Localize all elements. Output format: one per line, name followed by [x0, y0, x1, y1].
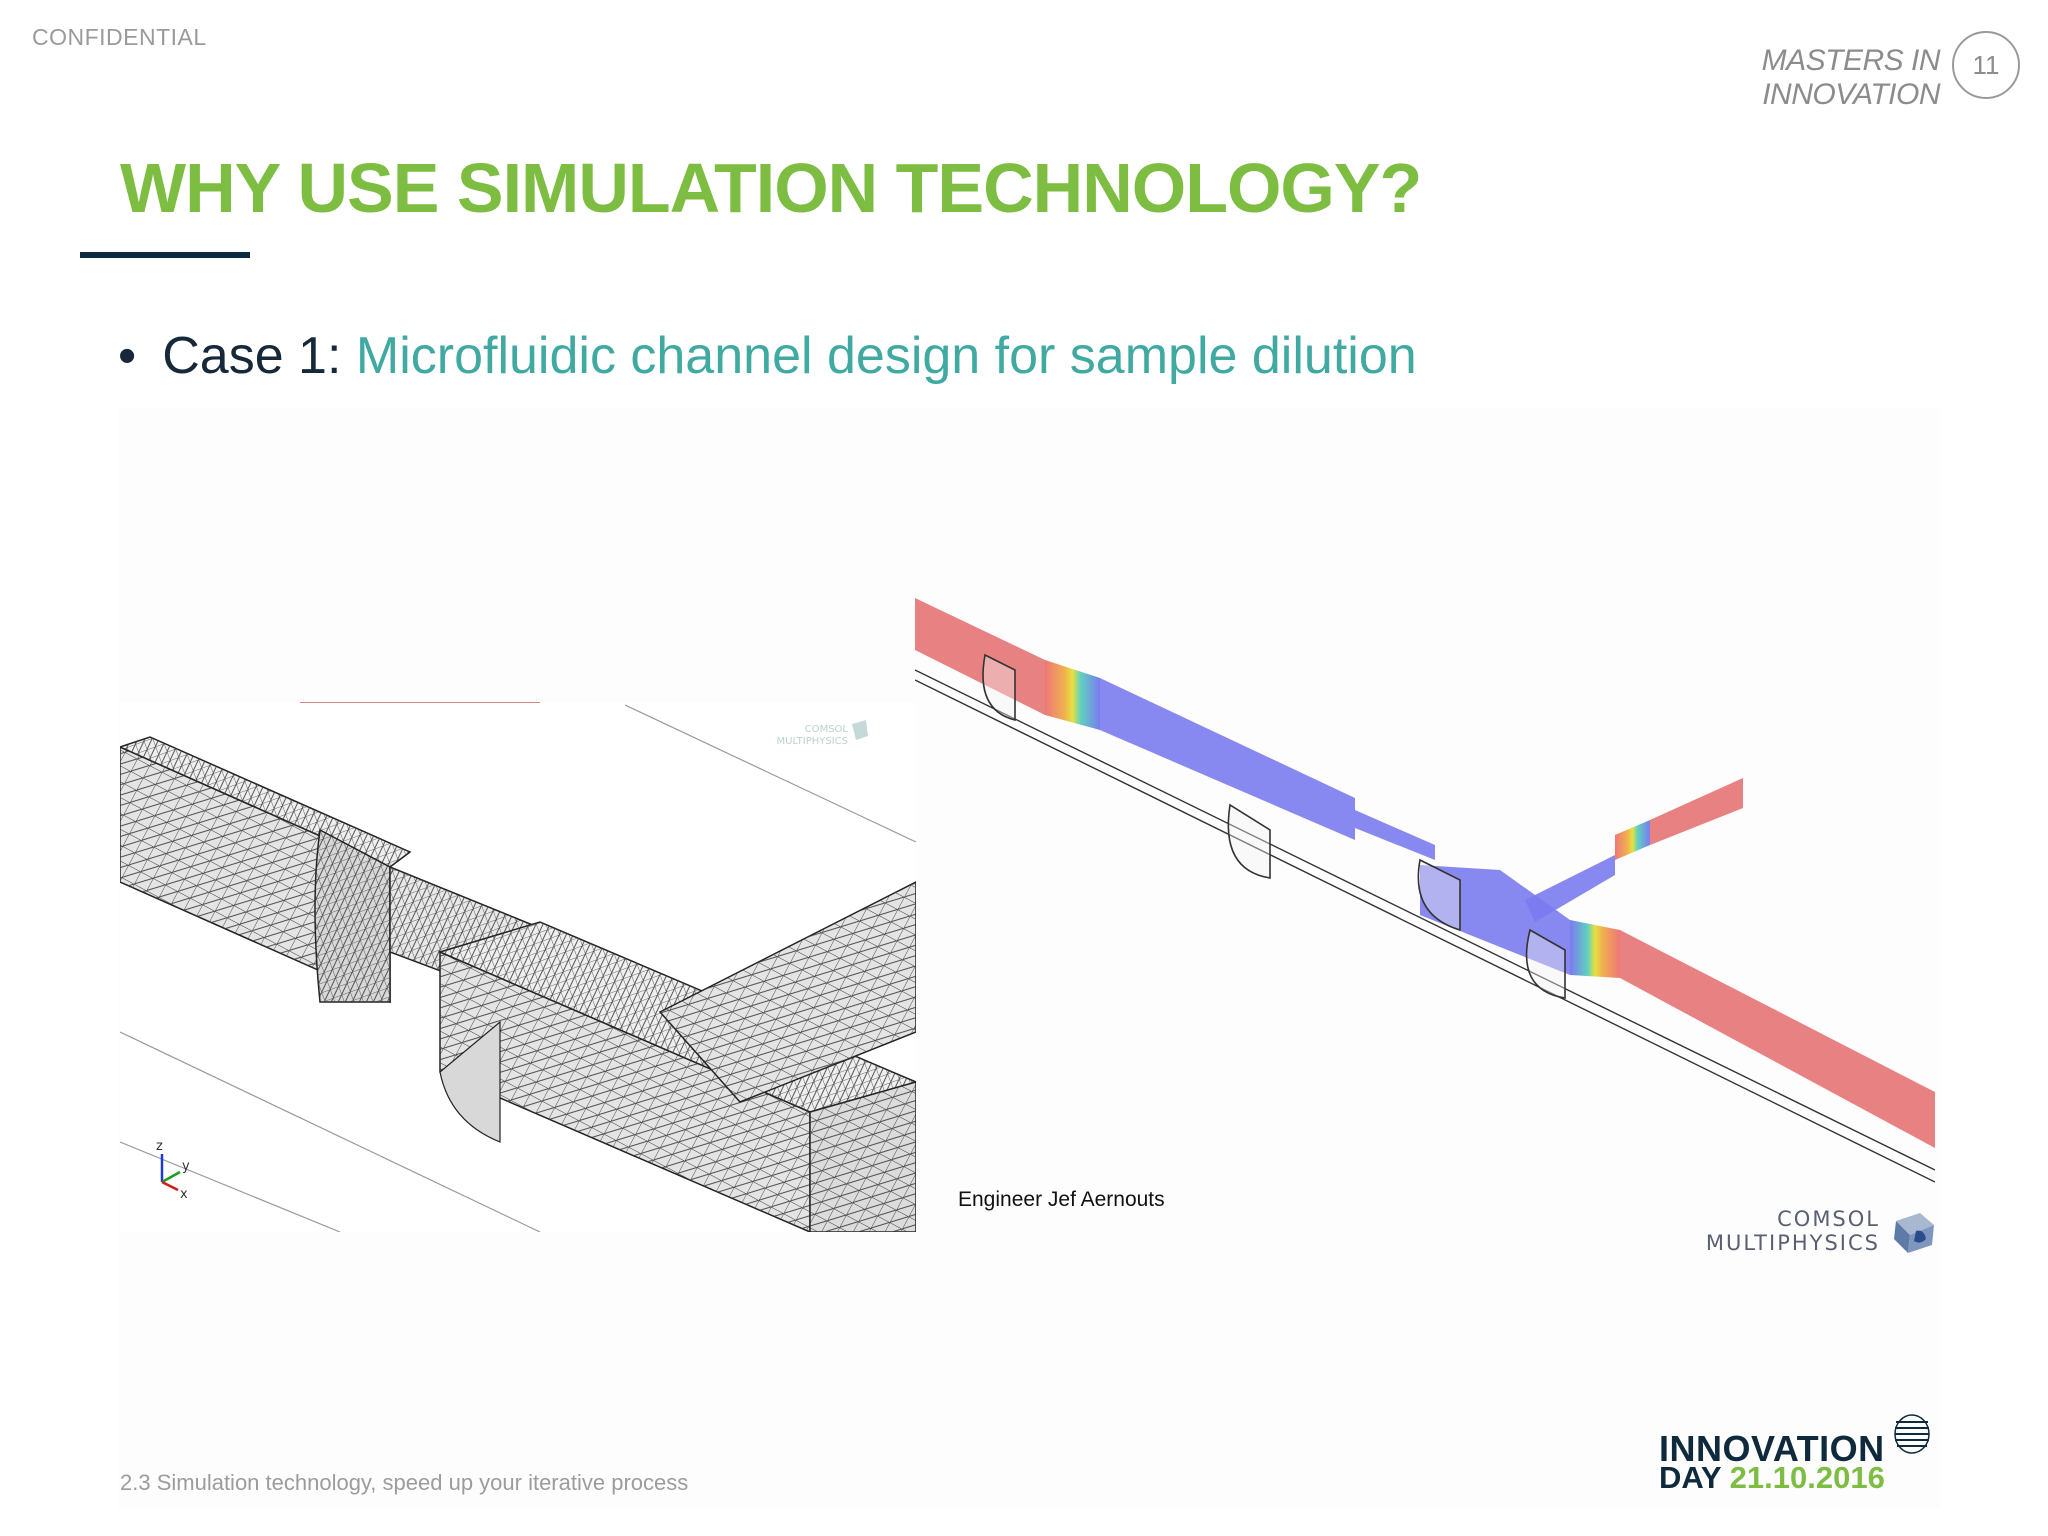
- axis-label-x: x: [180, 1187, 188, 1202]
- comsol-logo-line1: COMSOL: [1777, 1207, 1880, 1231]
- inlet-red-channel: [915, 598, 1100, 730]
- innovation-logo-date-line: DAY 21.10.2016: [1659, 1460, 1885, 1496]
- confidential-label: CONFIDENTIAL: [32, 24, 207, 50]
- mesh-side-branch: [658, 881, 916, 1103]
- main-blue-channel: [1100, 678, 1620, 978]
- outlet-red-channel: [1620, 930, 1935, 1148]
- channel-end-caps: [982, 653, 1566, 999]
- title-underline: [80, 252, 250, 258]
- axis-label-z: z: [156, 1139, 163, 1154]
- comsol-watermark: COMSOL MULTIPHYSICS: [777, 720, 868, 747]
- comsol-cube-icon: [1894, 1213, 1934, 1253]
- mesh-block-left: [120, 736, 412, 1004]
- slide-title: WHY USE SIMULATION TECHNOLOGY?: [120, 149, 1422, 227]
- page-number: 11: [1972, 49, 2000, 80]
- side-branch-channel: [1525, 778, 1743, 922]
- bullet-lead: Case 1:: [162, 327, 342, 385]
- axis-label-y: y: [182, 1159, 190, 1174]
- watermark-line1: COMSOL: [805, 724, 849, 735]
- innovation-day-logo: INNOVATION DAY 21.10.2016: [1656, 1412, 1936, 1502]
- simulation-figure: [915, 598, 1935, 1183]
- innovation-logo-day: DAY: [1659, 1460, 1722, 1495]
- mesh-figure: z y x COMSOL MULTIPHYSICS: [120, 702, 916, 1232]
- globe-icon: [1894, 1414, 1930, 1454]
- brand-header: MASTERS IN INNOVATION: [1761, 44, 1941, 111]
- innovation-logo-word: INNOVATION: [1659, 1428, 1885, 1469]
- figure-caption: Engineer Jef Aernouts: [958, 1188, 1165, 1211]
- watermark-line2: MULTIPHYSICS: [777, 736, 848, 747]
- bullet-highlight: Microfluidic channel design for sample d…: [355, 327, 1417, 385]
- comsol-logo-line2: MULTIPHYSICS: [1705, 1231, 1880, 1255]
- bullet-dot: •: [118, 327, 137, 385]
- axis-triad: z y x: [156, 1139, 190, 1202]
- page-number-badge: 11: [1952, 31, 2020, 99]
- channel-outline-lines: [915, 669, 1935, 1183]
- innovation-logo-date: 21.10.2016: [1729, 1460, 1885, 1495]
- footer-text: 2.3 Simulation technology, speed up your…: [120, 1470, 689, 1495]
- comsol-logo: COMSOL MULTIPHYSICS: [1672, 1205, 1938, 1267]
- bullet-item: • Case 1: Microfluidic channel design for…: [118, 326, 1417, 386]
